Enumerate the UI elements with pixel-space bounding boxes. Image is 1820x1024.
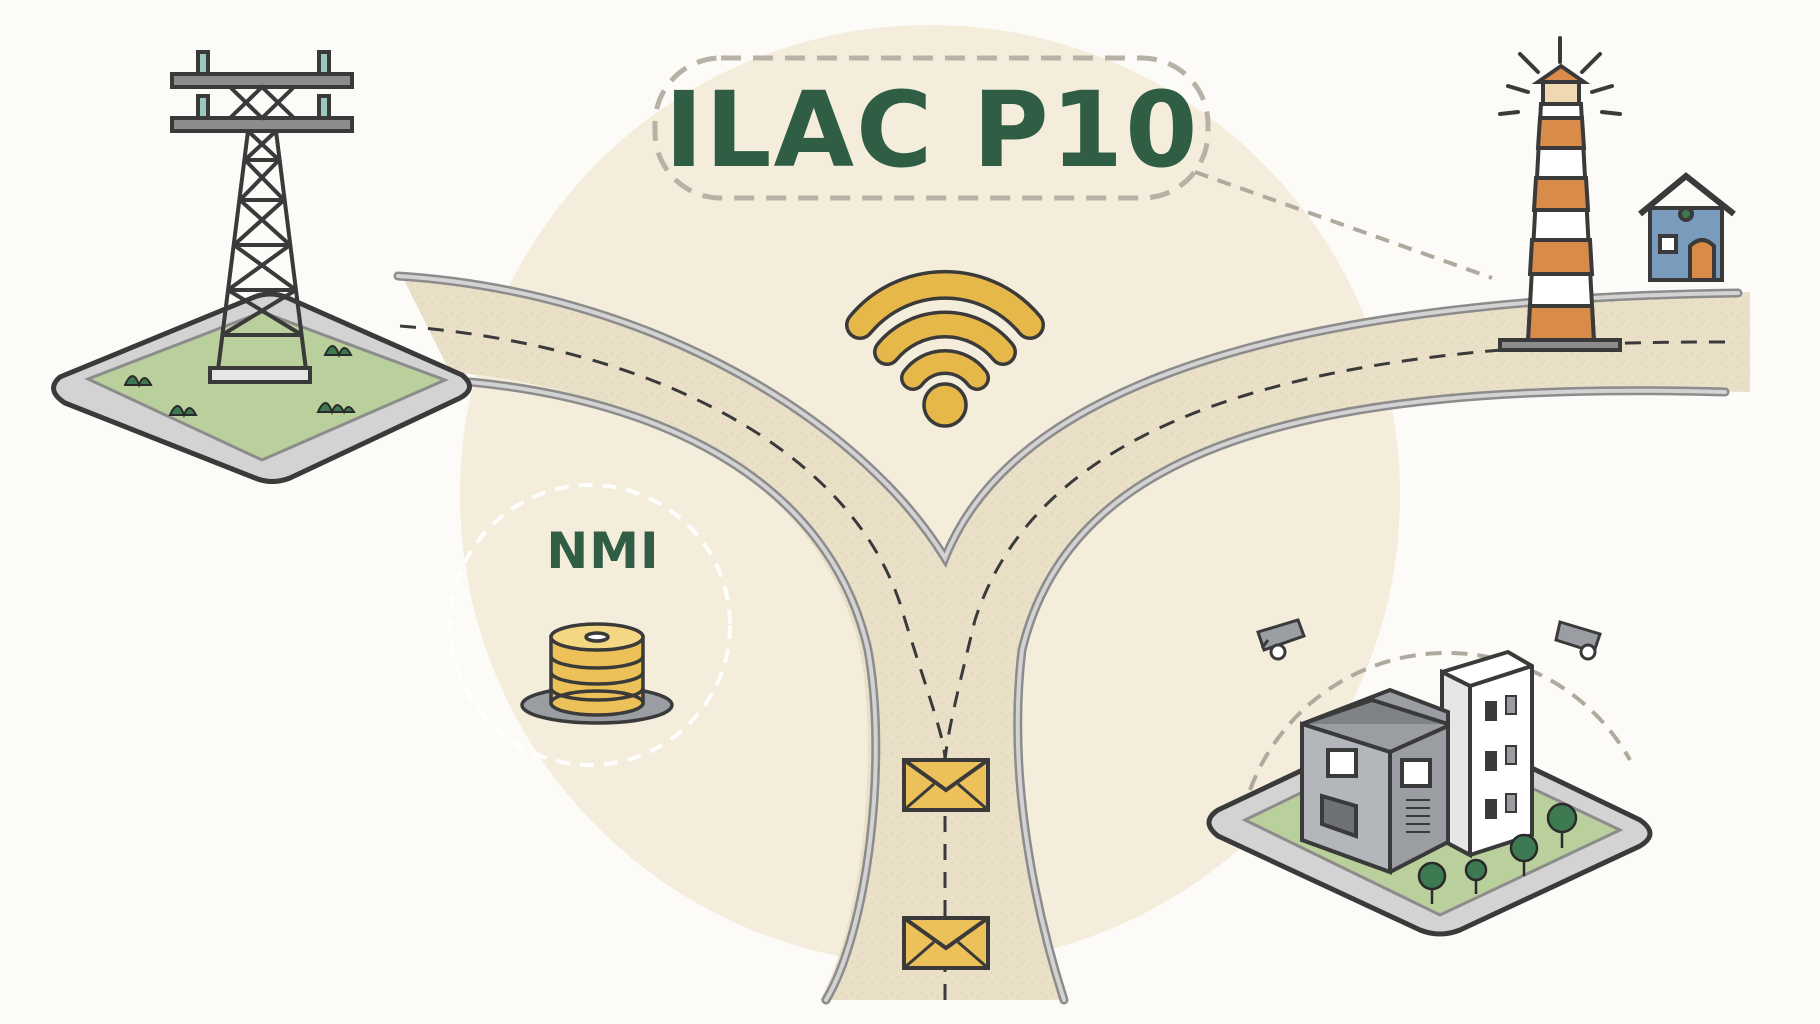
- road-centerline-right: [943, 340, 1726, 761]
- envelope-icon: [902, 916, 990, 970]
- title-connector: [1194, 170, 1493, 280]
- tree: [1417, 802, 1578, 904]
- transmission-tower-icon: [170, 50, 354, 384]
- nmi-label: NMI: [546, 522, 659, 580]
- house-icon: [1638, 172, 1736, 282]
- grass-tuft: [123, 345, 356, 419]
- lighthouse-icon: [1498, 36, 1622, 352]
- road-centerline-left: [399, 324, 947, 761]
- nmi-group: NMI: [448, 483, 732, 767]
- road-surface: [400, 272, 1750, 1000]
- surveillance-dome: [1248, 650, 1632, 791]
- title-bubble: ILAC P10: [652, 55, 1211, 201]
- road-network: [393, 271, 1750, 1005]
- wifi-signal-icon: [845, 269, 1045, 428]
- title-text: ILAC P10: [665, 69, 1200, 191]
- tower-island: [51, 291, 472, 484]
- security-camera-icon: [1256, 618, 1306, 661]
- envelope-icon: [902, 758, 990, 812]
- office-building-icon: [1300, 649, 1534, 875]
- background-circle: [460, 25, 1400, 965]
- database-stack-icon: [520, 622, 674, 725]
- security-camera-icon: [1554, 620, 1602, 661]
